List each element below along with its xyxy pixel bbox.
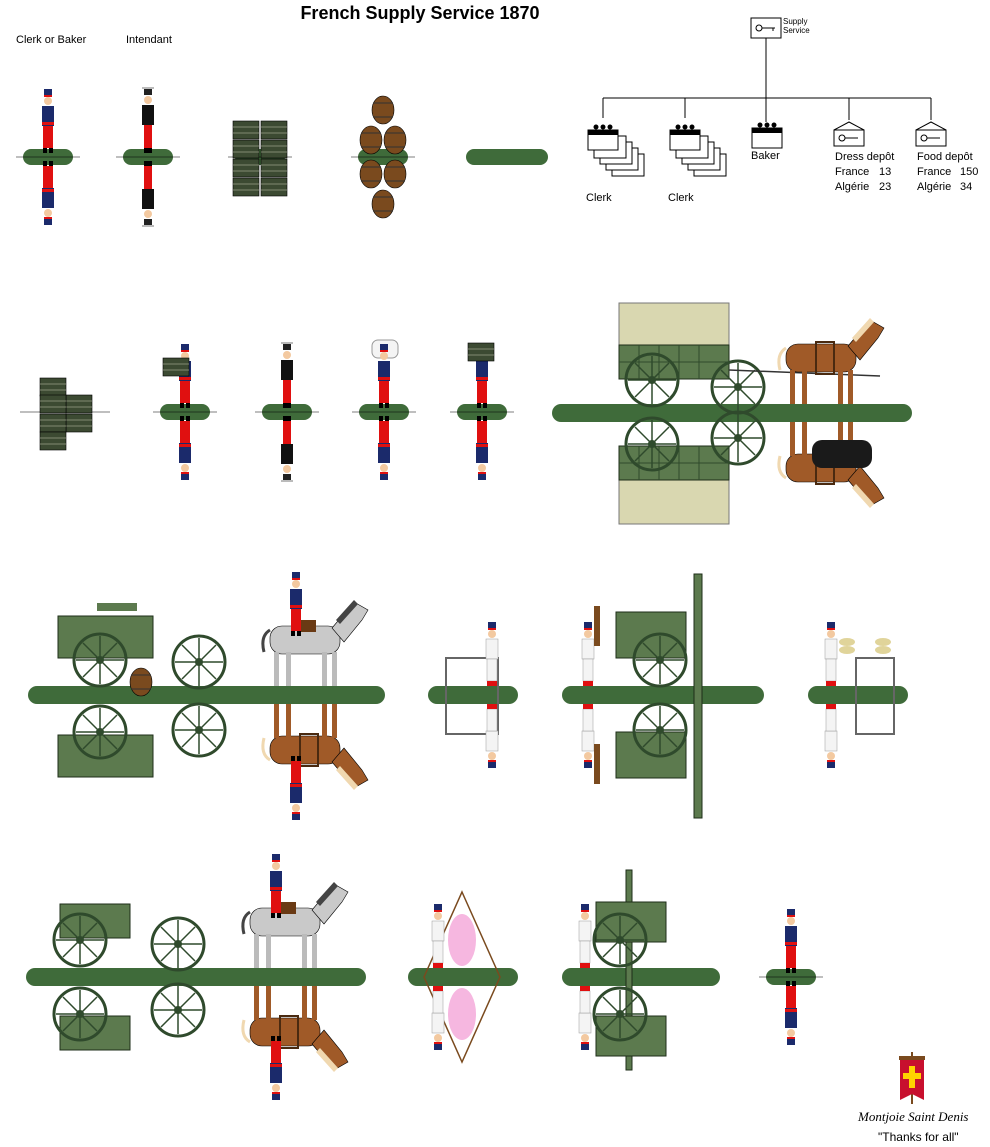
montjoie-banner-logo bbox=[899, 1052, 925, 1104]
label-clerk-or-baker: Clerk or Baker bbox=[16, 34, 87, 46]
porter-crate-stand bbox=[152, 344, 218, 480]
org-clerk-2-label: Clerk bbox=[668, 192, 694, 204]
covered-wagon-stand bbox=[552, 302, 912, 525]
org-chart bbox=[602, 17, 932, 122]
porter-single-stand bbox=[758, 909, 824, 1045]
bread-stand bbox=[808, 621, 908, 769]
author-credit: Montjoie Saint Denis bbox=[858, 1109, 969, 1124]
org-baker-label: Baker bbox=[751, 150, 780, 162]
crates-small-stand bbox=[20, 377, 110, 451]
officer-stand bbox=[254, 342, 320, 482]
clerk-1-icon bbox=[588, 125, 644, 177]
butcher-pig-stand bbox=[408, 890, 518, 1064]
page-title: French Supply Service 1870 bbox=[300, 3, 540, 23]
clerk-2-icon bbox=[670, 125, 726, 177]
baker-icon bbox=[751, 122, 783, 149]
porter-crate-2-stand bbox=[449, 342, 515, 480]
dress-depot-icon bbox=[833, 121, 865, 147]
clerk-figure-stand bbox=[15, 89, 81, 225]
field-oven-wagon-stand bbox=[28, 572, 385, 820]
crates-stand bbox=[227, 120, 293, 197]
food-depot-icon bbox=[915, 121, 947, 147]
supply-wagon-2-stand bbox=[26, 854, 366, 1100]
label-intendant: Intendant bbox=[126, 34, 172, 46]
oven-bakers-2-stand bbox=[562, 869, 720, 1071]
barrels-stand bbox=[350, 95, 416, 219]
thanks-credit: "Thanks for all" bbox=[878, 1130, 959, 1144]
intendant-figure-stand bbox=[115, 87, 181, 227]
org-root-label: Supply Service bbox=[783, 17, 810, 35]
oven-bakers-stand bbox=[562, 573, 764, 819]
org-clerk-1-label: Clerk bbox=[586, 192, 612, 204]
bakers-table-stand bbox=[428, 621, 518, 769]
org-food-depot-label: Food depôt bbox=[917, 151, 973, 163]
org-dress-depot-label: Dress depôt bbox=[835, 151, 895, 163]
empty-base-stand bbox=[466, 149, 548, 165]
porter-sack-stand bbox=[351, 339, 417, 480]
